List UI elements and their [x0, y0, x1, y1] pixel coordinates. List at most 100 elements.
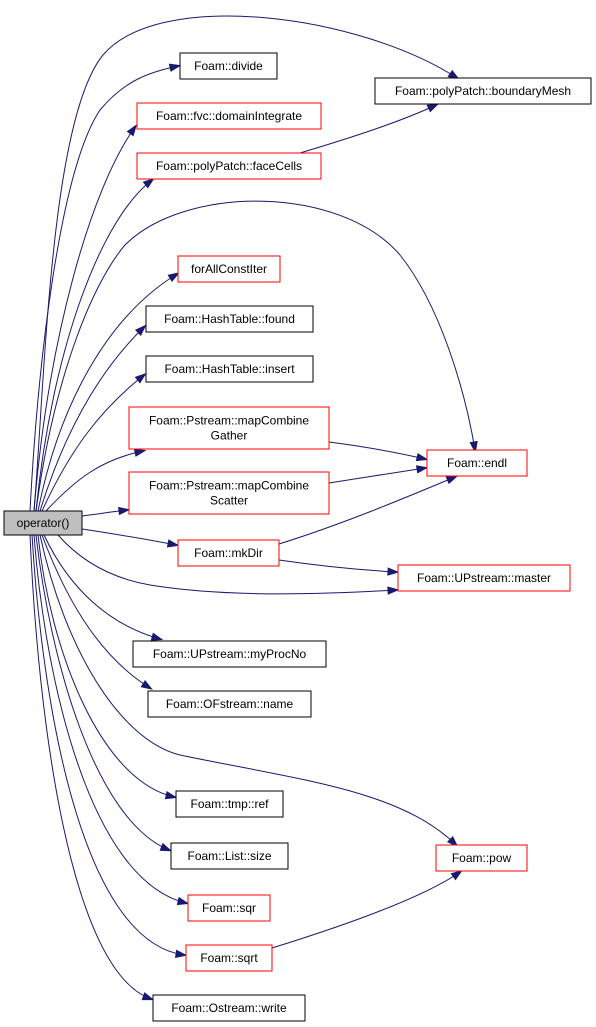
arrowhead-icon: [141, 992, 155, 1001]
edge-line: [35, 179, 153, 512]
edge-line: [278, 476, 456, 545]
edge-line: [29, 534, 152, 1000]
arrowhead-icon: [174, 949, 188, 958]
node-box: [136, 152, 322, 180]
arrowhead-icon: [134, 324, 147, 336]
edge-line: [81, 528, 177, 546]
arrowhead-icon: [168, 63, 182, 72]
arrowhead-icon: [134, 372, 147, 384]
node-box: [175, 790, 284, 818]
node-pow[interactable]: Foam::pow: [435, 844, 528, 872]
edge-mkDir-to-endl: [278, 475, 459, 545]
edge-root-to-sqrt: [31, 534, 188, 958]
node-root[interactable]: operator(): [3, 510, 83, 536]
edge-line: [29, 65, 179, 512]
node-box: [128, 406, 330, 450]
edge-root-to-faceCells: [35, 177, 155, 512]
node-ofname[interactable]: Foam::OFstream::name: [147, 690, 312, 718]
node-label: Foam::mkDir: [194, 546, 263, 560]
arrowhead-icon: [167, 272, 180, 283]
edge-line: [41, 374, 145, 512]
node-label: Foam::Ostream::write: [171, 1001, 287, 1015]
arrowhead-icon: [133, 448, 147, 457]
edge-line: [33, 534, 187, 904]
node-box: [3, 510, 83, 536]
edge-root-to-forAllConstIter: [37, 272, 180, 512]
edge-line: [35, 200, 476, 512]
edge-root-to-ofname: [41, 534, 153, 690]
node-master[interactable]: Foam::UPstream::master: [397, 564, 571, 592]
node-label: Foam::Pstream::mapCombine: [149, 479, 309, 493]
arrowhead-icon: [387, 567, 400, 576]
edge-line: [39, 534, 457, 846]
node-ref[interactable]: Foam::tmp::ref: [175, 790, 284, 818]
node-size[interactable]: Foam::List::size: [170, 842, 289, 870]
node-box: [179, 52, 278, 80]
node-sqr[interactable]: Foam::sqr: [187, 894, 271, 922]
nodes-layer: operator() Foam::divideFoam::polyPatch::b…: [3, 52, 592, 1022]
arrowhead-icon: [446, 836, 459, 848]
edge-faceCells-to-boundaryMesh: [299, 103, 440, 154]
node-found[interactable]: Foam::HashTable::found: [145, 305, 314, 333]
edge-root-to-master: [57, 534, 400, 595]
edge-line: [328, 467, 426, 484]
node-box: [177, 539, 280, 567]
node-label: Foam::pow: [452, 851, 512, 865]
edge-line: [37, 273, 178, 512]
edge-mkDir-to-master: [278, 559, 400, 576]
edges-layer: [29, 15, 478, 1001]
edge-root-to-mapCombineScatter: [81, 506, 131, 517]
node-label: Gather: [211, 429, 248, 443]
node-insert[interactable]: Foam::HashTable::insert: [145, 355, 314, 383]
edge-sqrt-to-pow: [271, 869, 463, 949]
node-write[interactable]: Foam::Ostream::write: [152, 994, 306, 1022]
node-label: Foam::polyPatch::boundaryMesh: [395, 84, 571, 98]
node-box: [426, 449, 528, 477]
edge-root-to-mkDir: [81, 528, 180, 548]
node-faceCells[interactable]: Foam::polyPatch::faceCells: [136, 152, 322, 180]
edge-mapCombineScatter-to-endl: [328, 465, 429, 484]
edge-line: [31, 534, 185, 956]
node-label: Foam::fvc::domainIntegrate: [156, 109, 302, 123]
node-label: Foam::HashTable::found: [164, 312, 295, 326]
node-box: [177, 255, 281, 283]
edge-root-to-insert: [41, 372, 147, 512]
arrowhead-icon: [126, 124, 138, 137]
edge-line: [39, 326, 145, 512]
arrowhead-icon: [415, 465, 429, 474]
arrowhead-icon: [166, 539, 180, 548]
node-forAllConstIter[interactable]: forAllConstIter: [177, 255, 281, 283]
arrowhead-icon: [140, 679, 153, 690]
edge-root-to-divide: [29, 63, 182, 512]
node-mkDir[interactable]: Foam::mkDir: [177, 539, 280, 567]
arrowhead-icon: [164, 790, 178, 800]
node-box: [147, 690, 312, 718]
edge-root-to-ref: [37, 534, 178, 800]
node-divide[interactable]: Foam::divide: [179, 52, 278, 80]
node-label: Foam::polyPatch::faceCells: [156, 159, 302, 173]
edge-root-to-domainIntegrate: [33, 124, 138, 512]
arrowhead-icon: [450, 869, 463, 881]
arrowhead-icon: [415, 452, 429, 462]
edge-line: [271, 871, 461, 949]
arrowhead-icon: [176, 896, 190, 906]
node-label: Foam::UPstream::master: [417, 571, 551, 585]
node-endl[interactable]: Foam::endl: [426, 449, 528, 477]
node-myProcNo[interactable]: Foam::UPstream::myProcNo: [132, 640, 327, 668]
node-boundaryMesh[interactable]: Foam::polyPatch::boundaryMesh: [374, 77, 592, 105]
node-box: [128, 471, 330, 515]
node-sqrt[interactable]: Foam::sqrt: [185, 944, 273, 972]
node-box: [145, 355, 314, 383]
arrowhead-icon: [150, 632, 164, 641]
node-box: [435, 844, 528, 872]
edge-root-to-myProcNo: [43, 534, 164, 641]
edge-line: [299, 104, 437, 154]
edge-line: [37, 534, 175, 798]
node-label: Foam::Pstream::mapCombine: [149, 414, 309, 428]
node-domainIntegrate[interactable]: Foam::fvc::domainIntegrate: [136, 102, 322, 130]
node-label: Foam::endl: [447, 456, 507, 470]
edge-root-to-write: [29, 534, 155, 1001]
